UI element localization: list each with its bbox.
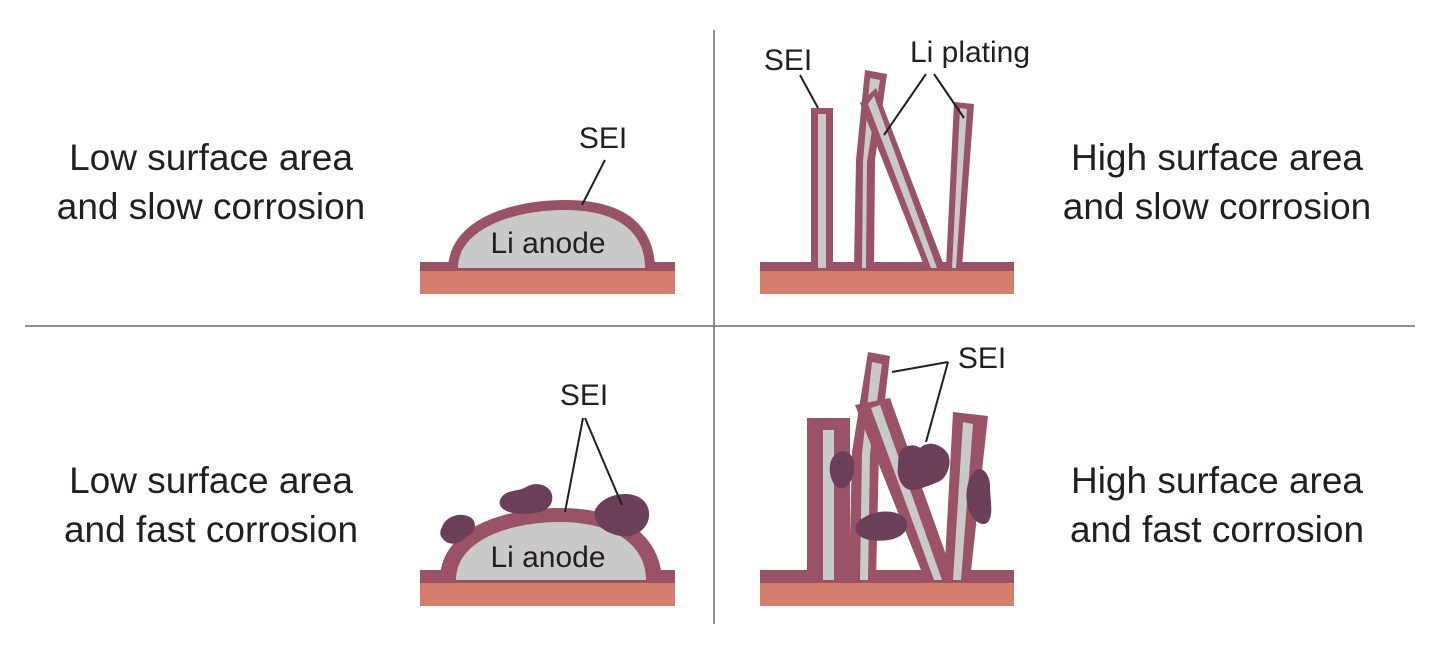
sei-label-top-left: SEI bbox=[579, 122, 627, 155]
caption-top-left-line2: and slow corrosion bbox=[56, 186, 366, 227]
substrate-top-right bbox=[760, 270, 1014, 294]
sei-film-top-right bbox=[760, 262, 1014, 271]
sei-pointer-top-right bbox=[799, 74, 819, 109]
li-anode-top-left bbox=[458, 210, 645, 268]
plating-label-top-right: Li plating bbox=[910, 36, 1030, 69]
plating-pointer-2 bbox=[933, 73, 965, 119]
thick-dendrite-3 bbox=[855, 398, 955, 580]
sei-particle-2 bbox=[499, 484, 553, 514]
sei-particle-7 bbox=[966, 468, 992, 525]
caption-bottom-right: High surface area and fast corrosion bbox=[1027, 456, 1407, 554]
caption-top-left: Low surface area and slow corrosion bbox=[21, 133, 401, 231]
caption-bottom-right-line2: and fast corrosion bbox=[1069, 509, 1365, 550]
anode-label-bottom-left: Li anode bbox=[490, 541, 605, 574]
sei-particle-4 bbox=[829, 451, 855, 489]
dendrite-3 bbox=[860, 88, 945, 268]
sei-label-bottom-right: SEI bbox=[958, 342, 1006, 375]
substrate-top-left bbox=[420, 270, 675, 294]
caption-top-right: High surface area and slow corrosion bbox=[1027, 133, 1407, 231]
sei-pointer-bottom-right-2 bbox=[925, 361, 949, 443]
caption-top-right-line2: and slow corrosion bbox=[1062, 186, 1372, 227]
sei-pointer-bottom-left-1 bbox=[564, 417, 584, 513]
sei-pointer-bottom-right-1 bbox=[891, 361, 949, 373]
panel-top-right-illustration: SEI Li plating bbox=[760, 36, 1030, 294]
substrate-bottom-right bbox=[760, 582, 1014, 606]
caption-bottom-left-line1: Low surface area bbox=[69, 460, 353, 501]
plating-pointer-1 bbox=[883, 73, 927, 136]
thick-dendrite-1 bbox=[807, 418, 850, 580]
sei-particle-1 bbox=[440, 514, 475, 544]
li-anode-bottom-left bbox=[456, 522, 646, 580]
thick-dendrite-4 bbox=[944, 412, 988, 580]
dendrite-1 bbox=[811, 108, 833, 268]
sei-particle-5 bbox=[897, 443, 950, 490]
sei-film-bottom-right bbox=[760, 570, 1014, 583]
dendrite-4 bbox=[946, 102, 974, 268]
sei-particle-6 bbox=[855, 511, 908, 541]
caption-bottom-left: Low surface area and fast corrosion bbox=[21, 456, 401, 554]
substrate-bottom-left bbox=[420, 582, 675, 606]
panel-bottom-right-illustration: SEI bbox=[760, 342, 1014, 606]
sei-pointer-bottom-left-2 bbox=[584, 417, 623, 506]
caption-bottom-left-line2: and fast corrosion bbox=[63, 509, 359, 550]
caption-bottom-right-line1: High surface area bbox=[1070, 460, 1364, 501]
sei-pointer-top-left bbox=[581, 159, 606, 206]
panel-top-left-illustration: Li anode SEI bbox=[420, 122, 675, 294]
sei-particle-3 bbox=[594, 494, 650, 537]
panel-bottom-left-illustration: Li anode SEI bbox=[420, 379, 675, 606]
anode-label-top-left: Li anode bbox=[490, 227, 605, 260]
sei-label-top-right: SEI bbox=[764, 44, 812, 77]
sei-label-bottom-left: SEI bbox=[560, 379, 608, 412]
caption-top-left-line1: Low surface area bbox=[69, 137, 353, 178]
caption-top-right-line1: High surface area bbox=[1070, 137, 1364, 178]
